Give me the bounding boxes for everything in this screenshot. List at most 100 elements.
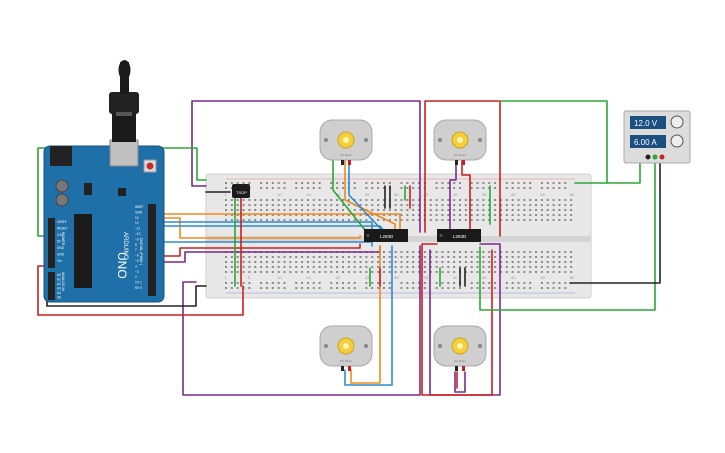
analog-pin-label: A4: [57, 291, 61, 295]
digital-section-label: DIGITAL (PWM~): [139, 238, 143, 265]
power-pin-label: 5V: [57, 240, 62, 244]
motor-terminal[interactable]: [341, 160, 344, 165]
crystal: [118, 188, 126, 196]
column-number-bottom: 30: [394, 275, 399, 280]
column-number-bottom: 55: [540, 275, 545, 280]
wire-green-ps-2[interactable]: [479, 161, 656, 311]
wire-orange-1[interactable]: [157, 217, 361, 239]
motor-terminal[interactable]: [341, 366, 344, 371]
capacitor-1: [55, 179, 69, 193]
wire-blue-motor-bl[interactable]: [344, 245, 393, 386]
wire-green-motor-tl[interactable]: [332, 159, 366, 231]
atmega-chip: [74, 214, 92, 288]
motor-label: DC Motor: [454, 153, 466, 157]
column-number-bottom: 60: [570, 275, 575, 280]
wire-red-arduino-right[interactable]: [157, 243, 361, 257]
arduino-brand: ARDUINO: [122, 232, 128, 260]
header-digital: [148, 204, 156, 296]
analog-pin-label: A2: [57, 282, 61, 286]
arduino-uno[interactable]: ARDUINO UNO DIGITAL (PWM~) POWER ANALOG …: [43, 139, 165, 303]
column-number-bottom: 50: [511, 275, 516, 280]
column-number-top: 40: [453, 192, 458, 197]
digital-pin-label: ~3: [135, 270, 139, 274]
power-jack: [50, 146, 72, 166]
wire-purple-right-bottom[interactable]: [429, 243, 501, 396]
dc-motor-bottom-right[interactable]: DC Motor: [433, 325, 487, 371]
terminal-negative[interactable]: [645, 154, 651, 160]
wire-green-ps[interactable]: [499, 100, 641, 184]
terminal-ground[interactable]: [652, 154, 658, 160]
wire-orange-motor-bl[interactable]: [350, 245, 381, 384]
usb-connector: [109, 139, 139, 167]
motor-terminal[interactable]: [455, 160, 458, 165]
column-number-top: 10: [277, 192, 282, 197]
motor-terminal[interactable]: [348, 160, 351, 165]
dc-motor-top-right[interactable]: DC Motor: [433, 119, 487, 165]
digital-pin-label: ~9: [135, 237, 139, 241]
digital-pin-label: 7: [135, 248, 137, 252]
current-display: [630, 135, 666, 148]
digital-pin-label: 8: [135, 243, 137, 247]
wire-purple-bottom[interactable]: [182, 245, 421, 396]
digital-pin-label: ~6: [135, 254, 139, 258]
ir-receiver[interactable]: TSOP: [232, 184, 250, 198]
column-number-top: 1: [225, 192, 228, 197]
digital-pin-label: 2: [135, 275, 137, 279]
motor-terminal[interactable]: [462, 366, 465, 371]
motor-label: DC Motor: [454, 359, 466, 363]
usb-cable: [109, 60, 139, 142]
column-number-bottom: 40: [453, 275, 458, 280]
digital-pin-label: RX 0: [135, 286, 142, 290]
wire-purple-motor-tr[interactable]: [449, 159, 457, 233]
column-number-top: 30: [394, 192, 399, 197]
column-number-top: 45: [482, 192, 487, 197]
wire-orange-2[interactable]: [157, 213, 401, 237]
digital-pin-label: 4: [135, 264, 137, 268]
current-knob[interactable]: [670, 134, 684, 148]
digital-pin-label: ~10: [135, 232, 141, 236]
power-supply[interactable]: 12.0 V 6.00 A: [623, 110, 691, 164]
column-number-bottom: 35: [423, 275, 428, 280]
power-section-label: POWER: [61, 232, 65, 246]
motor-label: DC Motor: [340, 153, 352, 157]
column-number-bottom: 10: [277, 275, 282, 280]
current-readout: 6.00 A: [634, 138, 657, 147]
header-power: [48, 218, 55, 268]
voltage-knob[interactable]: [670, 115, 684, 129]
wire-red-right-top[interactable]: [424, 100, 501, 237]
column-number-top: 25: [365, 192, 370, 197]
dc-motor-top-left[interactable]: DC Motor: [319, 119, 373, 165]
voltage-display: [630, 116, 666, 129]
column-number-bottom: 45: [482, 275, 487, 280]
wire-purple-top[interactable]: [191, 100, 421, 233]
dc-motor-bottom-left[interactable]: DC Motor: [319, 325, 373, 371]
analog-pin-label: A0: [57, 273, 61, 277]
motor-driver-right[interactable]: L293D: [437, 229, 481, 242]
digital-pin-label: 12: [135, 221, 139, 225]
motor-terminal[interactable]: [455, 366, 458, 371]
power-pin-label: IOREF: [57, 220, 67, 224]
digital-pin-label: TX 1: [135, 281, 142, 285]
digital-pin-label: GND: [135, 210, 143, 214]
column-number-top: 60: [570, 192, 575, 197]
header-analog: [48, 272, 55, 300]
wire-purple-right-motor-b[interactable]: [454, 371, 466, 393]
digital-pin-label: AREF: [135, 205, 144, 209]
motor-driver-left[interactable]: L293D: [364, 229, 408, 242]
wire-black-ps[interactable]: [569, 161, 661, 284]
motor-terminal[interactable]: [348, 366, 351, 371]
wire-red-right-bottom[interactable]: [421, 243, 493, 396]
column-number-top: 15: [306, 192, 311, 197]
column-number-top: 20: [336, 192, 341, 197]
power-pin-label: GND: [57, 246, 65, 250]
wire-red-motor-tr[interactable]: [461, 159, 471, 233]
column-number-top: 35: [423, 192, 428, 197]
column-number-bottom: 20: [336, 275, 341, 280]
column-number-top: 50: [511, 192, 516, 197]
motor-terminal[interactable]: [462, 160, 465, 165]
terminal-positive[interactable]: [659, 154, 665, 160]
